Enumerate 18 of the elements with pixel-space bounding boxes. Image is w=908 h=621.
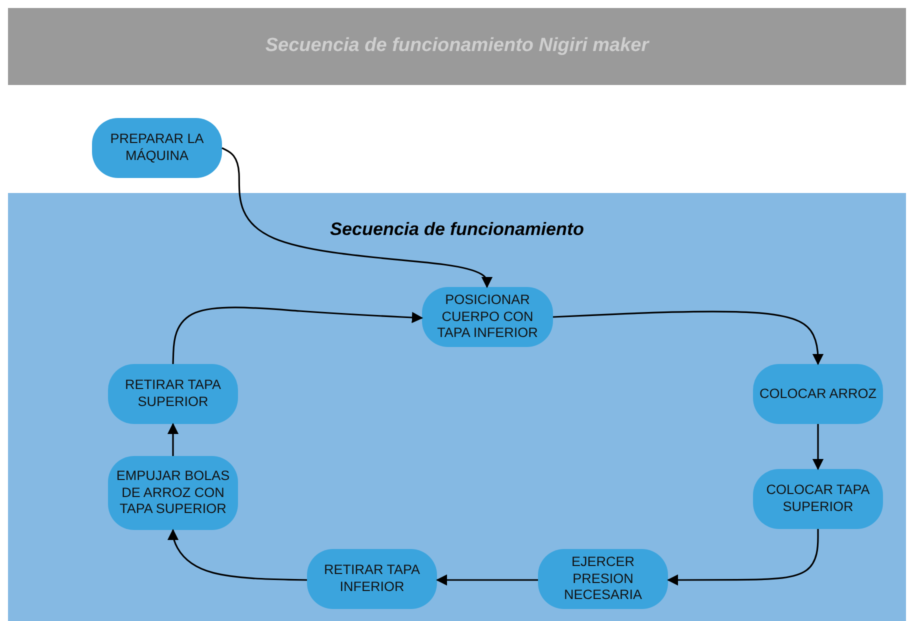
process-box: COLOCAR ARROZ — [753, 364, 883, 424]
process-box: RETIRAR TAPA INFERIOR — [307, 549, 437, 609]
arrow — [552, 310, 824, 366]
process-box: POSICIONAR CUERPO CON TAPA INFERIOR — [422, 287, 553, 347]
arrow — [812, 424, 824, 470]
arrow — [222, 147, 493, 288]
group-panel — [8, 193, 906, 621]
process-box: RETIRAR TAPA SUPERIOR — [108, 364, 238, 424]
arrow — [436, 574, 538, 586]
process-box: COLOCAR TAPA SUPERIOR — [753, 469, 883, 529]
process-box: EMPUJAR BOLAS DE ARROZ CON TAPA SUPERIOR — [108, 456, 238, 530]
arrow — [167, 422, 179, 456]
process-box: PREPARAR LA MÁQUINA — [92, 118, 222, 178]
process-box: EJERCER PRESION NECESARIA — [538, 549, 668, 609]
arrow — [666, 529, 819, 586]
arrow — [172, 306, 424, 364]
panel-heading: Secuencia de funcionamiento — [328, 219, 586, 240]
arrow — [167, 528, 308, 581]
